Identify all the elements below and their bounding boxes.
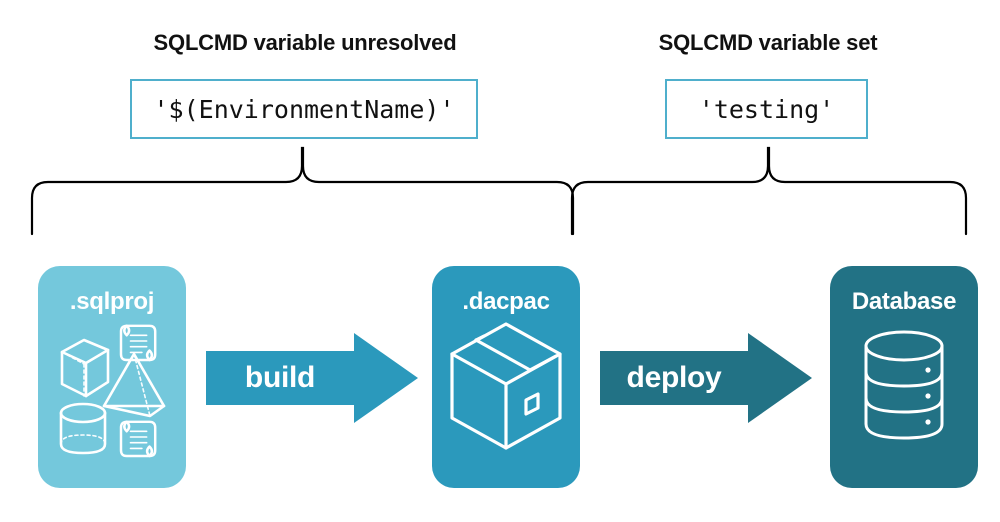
- database-artwork: [864, 330, 944, 440]
- stage-box-sqlproj: .sqlproj: [38, 266, 186, 488]
- scroll-icon: [119, 420, 157, 458]
- heading-sqlcmd-variable-set: SQLCMD variable set: [658, 30, 878, 55]
- stage-label-sqlproj: .sqlproj: [69, 288, 155, 315]
- database-cylinder-icon: [864, 330, 944, 440]
- value-box-testing: 'testing': [665, 79, 868, 139]
- brace-left: [30, 146, 575, 236]
- heading-sqlcmd-variable-unresolved: SQLCMD variable unresolved: [153, 30, 457, 55]
- brace-right: [570, 146, 968, 236]
- arrow-deploy-shape: [600, 333, 812, 423]
- dacpac-artwork: [450, 322, 562, 450]
- arrow-build: build: [206, 333, 418, 423]
- value-box-environment-name: '$(EnvironmentName)': [130, 79, 478, 139]
- pyramid-icon: [102, 352, 166, 418]
- arrow-build-shape: [206, 333, 418, 423]
- cube-icon: [60, 338, 110, 398]
- package-box-icon: [450, 322, 562, 450]
- scroll-icon: [119, 324, 157, 362]
- stage-box-dacpac: .dacpac: [432, 266, 580, 488]
- stage-box-database: Database: [830, 266, 978, 488]
- stage-label-database: Database: [851, 288, 957, 315]
- cylinder-icon: [59, 402, 107, 455]
- stage-label-dacpac: .dacpac: [462, 288, 550, 315]
- arrow-deploy: deploy: [600, 333, 812, 423]
- sqlproj-artwork: [59, 324, 166, 458]
